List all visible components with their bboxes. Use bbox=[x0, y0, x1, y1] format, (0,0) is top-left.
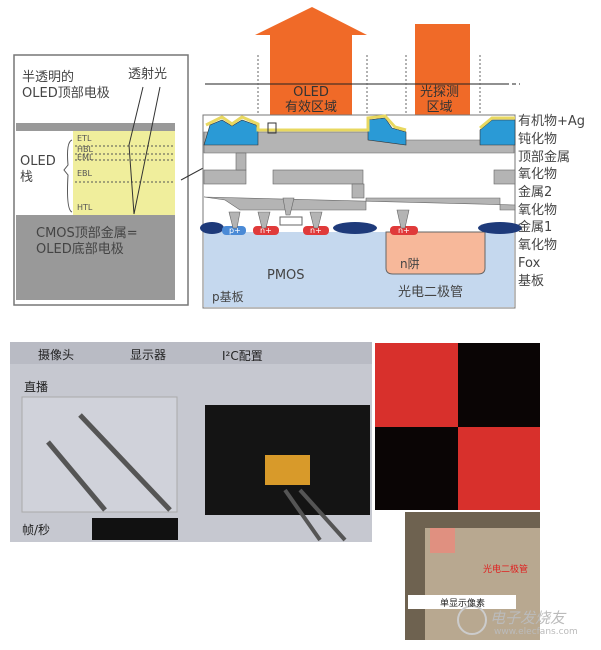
layer-label: 有机物+Ag bbox=[518, 114, 586, 129]
tab-camera: 摄像头 bbox=[38, 348, 75, 362]
transmitted-light-label: 透射光 bbox=[128, 67, 168, 82]
diffusion-label: n+ bbox=[398, 226, 410, 235]
photo-region-label: 光探测 区域 bbox=[420, 85, 460, 115]
photodiode-label: 光电二极管 bbox=[398, 285, 464, 300]
layer-ebl: EBL bbox=[77, 169, 92, 178]
top-electrode-label: 半透明的 OLED顶部电极 bbox=[22, 70, 110, 101]
oled-stack bbox=[73, 131, 175, 215]
oled-region-label: OLED 有效区域 bbox=[285, 85, 338, 115]
region-dividers bbox=[257, 55, 481, 145]
watermark-text: 电子发烧友 bbox=[490, 609, 566, 627]
oled-stack-label: OLED 栈 bbox=[20, 154, 56, 185]
n-well bbox=[385, 231, 486, 275]
stack-dividers bbox=[75, 145, 175, 183]
diffusion-label: n+ bbox=[310, 226, 322, 235]
p-substrate-label: p基板 bbox=[212, 290, 244, 304]
passivation bbox=[203, 117, 516, 146]
layer-hbl: HBL bbox=[77, 145, 93, 154]
stack-brace bbox=[63, 139, 73, 213]
metal-layers bbox=[203, 131, 516, 229]
photodiode-photo-label: 光电二极管 bbox=[483, 565, 529, 575]
top-electrode bbox=[16, 123, 175, 131]
layer-label: 氧化物 bbox=[518, 203, 558, 218]
bottom-electrode-label: CMOS顶部金属= OLED底部电极 bbox=[36, 226, 138, 257]
watermark-url: www.elecfans.com bbox=[494, 627, 578, 637]
field-oxide bbox=[200, 222, 522, 234]
checkerboard-image bbox=[375, 343, 540, 510]
oled-emission-arrow bbox=[255, 7, 367, 117]
light-ray-lines bbox=[128, 86, 161, 215]
layer-label: 氧化物 bbox=[518, 167, 558, 182]
fps-display bbox=[92, 518, 178, 540]
tab-display: 显示器 bbox=[130, 348, 167, 362]
layer-label: 金属2 bbox=[518, 185, 553, 200]
pixel-label: 单显示像素 bbox=[440, 599, 486, 609]
diffusion-label: n+ bbox=[260, 226, 272, 235]
layer-label: 顶部金属 bbox=[518, 150, 571, 165]
tab-i2c-config: I²C配置 bbox=[222, 349, 263, 363]
diffusions bbox=[222, 226, 418, 235]
fps-label: 帧/秒 bbox=[22, 523, 51, 537]
pmos-label: PMOS bbox=[267, 268, 305, 283]
watermark-logo bbox=[457, 605, 487, 635]
layer-label: 钝化物 bbox=[518, 132, 558, 147]
live-label: 直播 bbox=[24, 380, 49, 394]
layer-htl: HTL bbox=[77, 203, 93, 212]
n-well-label: n阱 bbox=[400, 257, 420, 271]
layer-label: 金属1 bbox=[518, 220, 553, 235]
layer-label: 基板 bbox=[518, 274, 545, 289]
layer-label: 氧化物 bbox=[518, 238, 558, 253]
layer-eml: EML bbox=[77, 153, 94, 162]
cmos-top-metal bbox=[16, 215, 175, 300]
layer-etl: ETL bbox=[77, 134, 92, 143]
organic-ag-layer bbox=[205, 114, 515, 132]
layer-label: Fox bbox=[518, 256, 541, 271]
diffusion-label: p+ bbox=[229, 226, 241, 235]
